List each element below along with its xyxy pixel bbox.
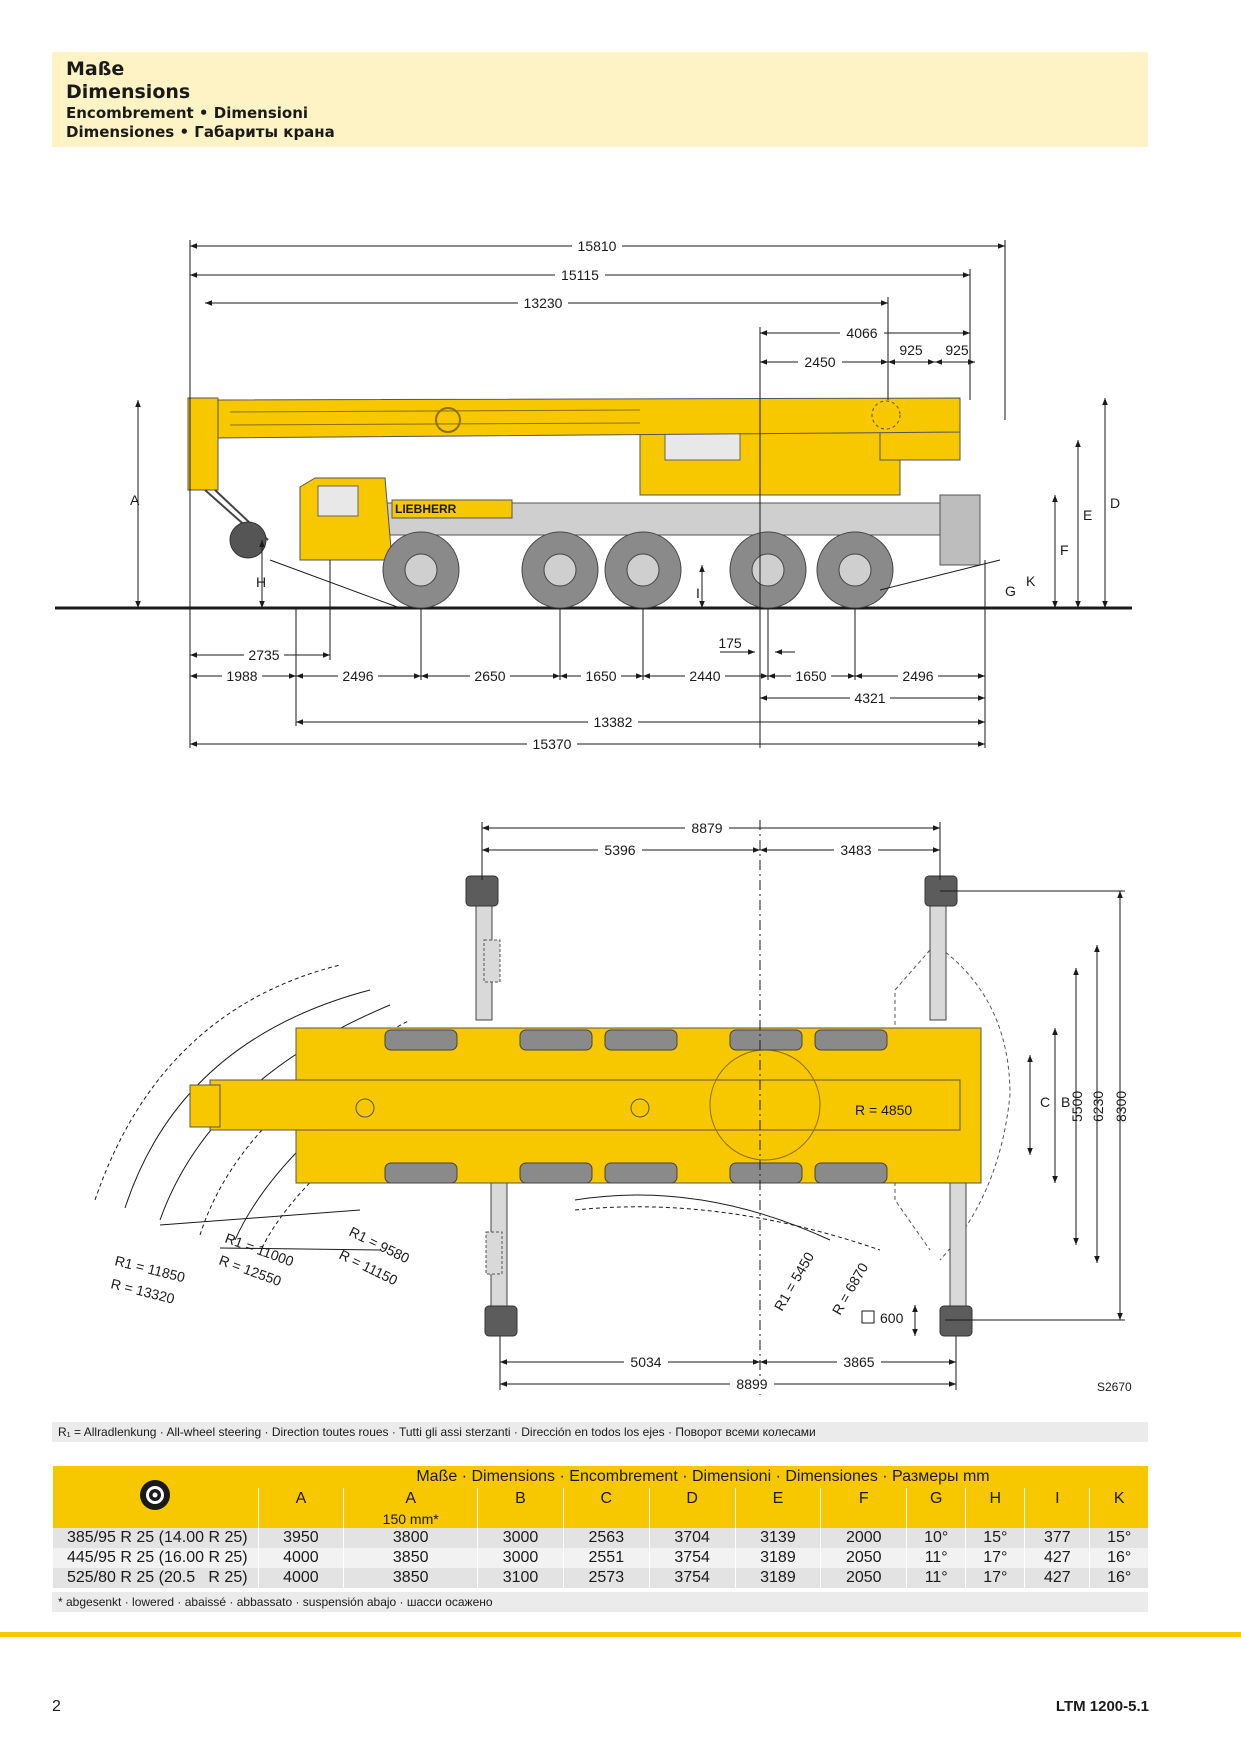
- title-en: Dimensions: [66, 81, 191, 103]
- radius-4850: R = 4850: [855, 1102, 912, 1118]
- letter-g: G: [1005, 583, 1016, 599]
- letter-k: K: [1026, 573, 1036, 589]
- col-g: G: [906, 1488, 966, 1510]
- title-de: Maße: [66, 58, 125, 80]
- dim-925-a: 925: [899, 342, 923, 358]
- col-f: F: [820, 1488, 907, 1510]
- crane-drawings: LIEBHERR: [55, 238, 1132, 1395]
- dim-4321: 4321: [854, 690, 885, 706]
- dim-8899: 8899: [736, 1376, 767, 1392]
- dim-2496-b: 2496: [902, 668, 933, 684]
- radius-r1-5450: R1 = 5450: [771, 1249, 817, 1313]
- table-row: 525/80 R 25 (20.5 R 25) 4000 3850 3100 2…: [52, 1568, 1148, 1588]
- rear-outrigger-box: [939, 494, 981, 566]
- letter-b: B: [1061, 1094, 1070, 1110]
- dim-2650: 2650: [474, 668, 505, 684]
- table-caption: Maße · Dimensions · Encombrement · Dimen…: [258, 1466, 1148, 1488]
- page-number: 2: [52, 1698, 61, 1715]
- tyre-icon: [140, 1479, 170, 1510]
- letter-c: C: [1040, 1094, 1050, 1110]
- dim-3483: 3483: [840, 842, 871, 858]
- dim-3865: 3865: [843, 1354, 874, 1370]
- footnote: * abgesenkt · lowered · abaissé · abbass…: [58, 1595, 493, 1609]
- dim-5396: 5396: [604, 842, 635, 858]
- dim-1650-b: 1650: [795, 668, 826, 684]
- tyre-header-cell: [52, 1466, 258, 1528]
- side-letters: D E F A H I G K: [130, 492, 1120, 601]
- radius-6870: R = 6870: [829, 1260, 872, 1318]
- dim-2735: 2735: [248, 647, 279, 663]
- letter-e: E: [1083, 507, 1092, 523]
- col-k: K: [1089, 1488, 1148, 1510]
- footnote-bar: * abgesenkt · lowered · abaissé · abbass…: [52, 1592, 1148, 1612]
- side-wheels: [382, 531, 894, 609]
- dim-2450: 2450: [804, 354, 835, 370]
- dim-2496-a: 2496: [342, 668, 373, 684]
- title-fr-it: Encombrement • Dimensioni: [66, 104, 309, 122]
- steering-note-bar: R₁ = Allradlenkung · All-wheel steering …: [52, 1422, 1148, 1442]
- tyres-top: [384, 1029, 888, 1184]
- model-name: LTM 1200-5.1: [1055, 1698, 1149, 1715]
- dim-175: 175: [718, 635, 742, 651]
- hook-block: [229, 521, 267, 559]
- col-a: A: [257, 1488, 344, 1510]
- side-bottom-labels: 2735 1988 2496 2650 1650 2440 1650 2496 …: [222, 635, 938, 752]
- title-band: Maße Dimensions Encombrement • Dimension…: [52, 52, 1148, 147]
- col-i: I: [1024, 1488, 1090, 1510]
- letter-h: H: [256, 574, 266, 590]
- square-icon: [861, 1310, 875, 1324]
- boom-head: [187, 397, 219, 491]
- dim-15370: 15370: [533, 736, 572, 752]
- dim-1988: 1988: [226, 668, 257, 684]
- title-es-ru: Dimensiones • Габариты крана: [66, 123, 335, 141]
- col-a-subheader: 150 mm*: [343, 1510, 478, 1528]
- dim-5500: 5500: [1069, 1091, 1085, 1122]
- table-row: 445/95 R 25 (16.00 R 25) 4000 3850 3000 …: [52, 1548, 1148, 1568]
- dim-5034: 5034: [630, 1354, 661, 1370]
- col-c: C: [562, 1488, 650, 1510]
- dim-600: 600: [880, 1310, 904, 1326]
- dim-13382: 13382: [594, 714, 633, 730]
- table-row: 385/95 R 25 (14.00 R 25) 3950 3800 3000 …: [52, 1528, 1148, 1548]
- dimensions-table: Maße · Dimensions · Encombrement · Dimen…: [52, 1466, 1148, 1588]
- footer-rule: [0, 1632, 1241, 1637]
- col-h: H: [965, 1488, 1025, 1510]
- letter-f: F: [1060, 542, 1069, 558]
- col-a-lowered: A: [343, 1488, 478, 1510]
- dim-8300: 8300: [1113, 1091, 1129, 1122]
- dim-1650-a: 1650: [585, 668, 616, 684]
- liebherr-logo: LIEBHERR: [395, 502, 457, 516]
- top-view: 8879 5396 3483 R = 4850 C B 5500 6230 83…: [94, 820, 1129, 1395]
- dim-8879: 8879: [691, 820, 722, 836]
- dim-4066: 4066: [846, 325, 877, 341]
- drawing-code: S2670: [1097, 1380, 1132, 1394]
- steering-note: R₁ = Allradlenkung · All-wheel steering …: [58, 1425, 816, 1439]
- dim-6230: 6230: [1090, 1091, 1106, 1122]
- letter-i: I: [696, 585, 700, 601]
- dim-15115: 15115: [561, 267, 599, 283]
- side-view: LIEBHERR: [55, 238, 1132, 752]
- col-b: B: [477, 1488, 564, 1510]
- dim-15810: 15810: [578, 238, 617, 254]
- boom-top: [209, 1079, 961, 1131]
- dim-2440: 2440: [689, 668, 720, 684]
- dim-925-b: 925: [945, 342, 969, 358]
- col-d: D: [648, 1488, 736, 1510]
- side-top-labels: 15810 15115 13230 4066 2450 925 925: [518, 238, 969, 370]
- letter-a: A: [130, 492, 140, 508]
- outrigger-beams: [475, 889, 967, 1311]
- dim-13230: 13230: [524, 295, 563, 311]
- col-e: E: [734, 1488, 821, 1510]
- letter-d: D: [1110, 495, 1120, 511]
